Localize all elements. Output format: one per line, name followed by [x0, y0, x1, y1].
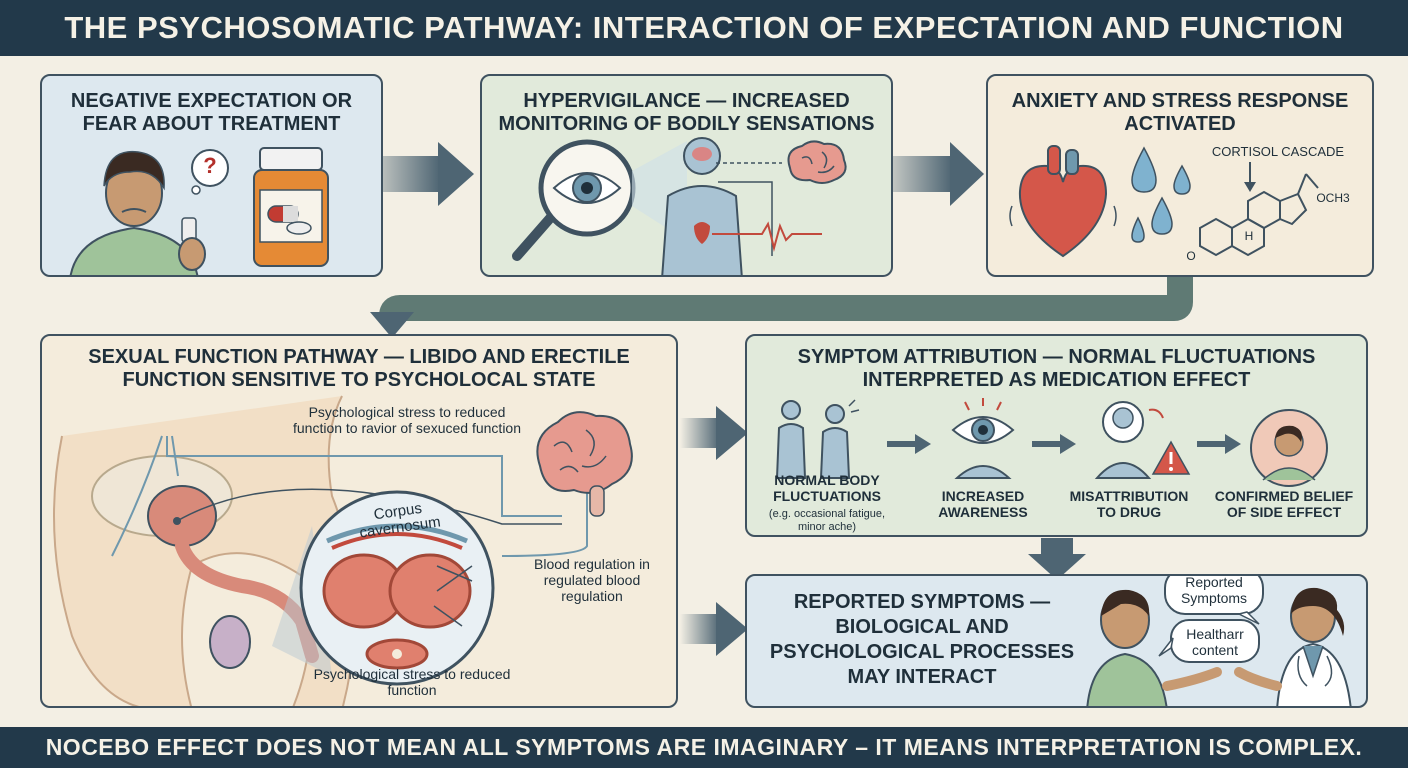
- panel-title: HYPERVIGILANCE — INCREASED MONITORING OF…: [498, 90, 875, 135]
- label-psychological-stress-top: Psychological stress to reduced function…: [292, 404, 522, 436]
- step-label-increased-awareness: INCREASED AWARENESS: [938, 488, 1028, 520]
- bubble-healthcare-content: Healtharr content: [1186, 626, 1244, 658]
- arrow-anxiety-to-sexual: [370, 277, 1193, 338]
- worried-person-illustration: [69, 150, 206, 275]
- pill-bottle-icon: [253, 147, 329, 267]
- bubble-reported-symptoms: Reported Symptoms: [1180, 574, 1248, 606]
- step-sub-normal-body: (e.g. occasional fatigue, minor ache): [768, 508, 886, 533]
- arrow-attribution-to-reported: [1028, 538, 1086, 580]
- eye-icon: [951, 398, 1015, 479]
- label-blood-regulation: Blood regulation in regulated blood regu…: [534, 556, 650, 604]
- corpus-cavernosum-cross-section: [272, 490, 495, 686]
- nerve-pathway-lines: [166, 436, 588, 557]
- doctor-figure-illustration: [1234, 587, 1352, 706]
- waveform-icon: [712, 162, 822, 256]
- question-mark: ?: [203, 153, 217, 178]
- step-label-misattribution: MISATTRIBUTION TO DRUG: [1069, 488, 1189, 520]
- och3-label: OCH3: [1316, 191, 1350, 205]
- hydrogen-label: H: [1244, 229, 1254, 243]
- arrow-sexual-to-reported: [680, 602, 748, 656]
- human-figure-icon: [661, 137, 743, 275]
- speech-bubbles: [1158, 576, 1264, 663]
- thought-bubble: [191, 149, 229, 195]
- step-label-confirmed-belief: CONFIRMED BELIEF OF SIDE EFFECT: [1214, 488, 1354, 520]
- footer-banner: NOCEBO EFFECT DOES NOT MEAN ALL SYMPTOMS…: [0, 727, 1408, 768]
- heart-icon: [1009, 145, 1117, 258]
- brain-icon: [787, 140, 847, 184]
- page-title: THE PSYCHOSOMATIC PATHWAY: INTERACTION O…: [0, 0, 1408, 56]
- panel-title: REPORTED SYMPTOMS — BIOLOGICAL AND PSYCH…: [769, 591, 1075, 688]
- panel-negative-expectation: NEGATIVE EXPECTATION OR FEAR ABOUT TREAT…: [40, 74, 383, 277]
- step-label-normal-body: NORMAL BODY FLUCTUATIONS: [773, 472, 881, 504]
- panel-title: ANXIETY AND STRESS RESPONSE ACTIVATED: [1011, 90, 1349, 135]
- people-figures-icon: [775, 399, 860, 479]
- warning-icon: [1094, 401, 1191, 479]
- arrow-sexual-to-attribution: [680, 406, 748, 460]
- cortisol-cascade-label: CORTISOL CASCADE: [1211, 144, 1345, 159]
- panel-symptom-attribution: SYMPTOM ATTRIBUTION — NORMAL FLUCTUATION…: [745, 334, 1368, 537]
- panel-title: SYMPTOM ATTRIBUTION — NORMAL FLUCTUATION…: [797, 346, 1316, 391]
- panel-reported-symptoms: REPORTED SYMPTOMS — BIOLOGICAL AND PSYCH…: [745, 574, 1368, 708]
- panel-sexual-function: SEXUAL FUNCTION PATHWAY — LIBIDO AND ERE…: [40, 334, 678, 708]
- step-arrows: [887, 434, 1241, 454]
- sweat-drops-icon: [1131, 146, 1191, 243]
- steroid-molecule-icon: [1199, 162, 1319, 257]
- confirmed-belief-icon: [1250, 409, 1328, 487]
- panel-title: NEGATIVE EXPECTATION OR FEAR ABOUT TREAT…: [70, 90, 353, 135]
- pelvic-anatomy-illustration: [53, 395, 356, 706]
- panel-anxiety-stress: ANXIETY AND STRESS RESPONSE ACTIVATED CO…: [986, 74, 1374, 277]
- patient-figure-illustration: [1086, 589, 1222, 706]
- panel-hypervigilance: HYPERVIGILANCE — INCREASED MONITORING OF…: [480, 74, 893, 277]
- oxygen-label: O: [1186, 249, 1196, 263]
- brain-icon: [536, 411, 633, 517]
- panel-title: SEXUAL FUNCTION PATHWAY — LIBIDO AND ERE…: [88, 346, 630, 391]
- label-psychological-stress-bottom: Psychological stress to reduced function: [313, 666, 511, 698]
